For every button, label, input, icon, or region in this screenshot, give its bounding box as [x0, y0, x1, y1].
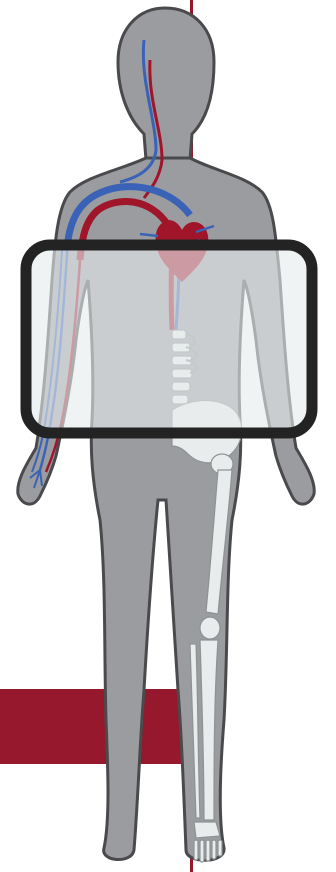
patella	[200, 617, 220, 639]
accent-band	[0, 689, 188, 764]
viewport-glass	[26, 245, 312, 433]
head-and-neck	[118, 8, 214, 160]
